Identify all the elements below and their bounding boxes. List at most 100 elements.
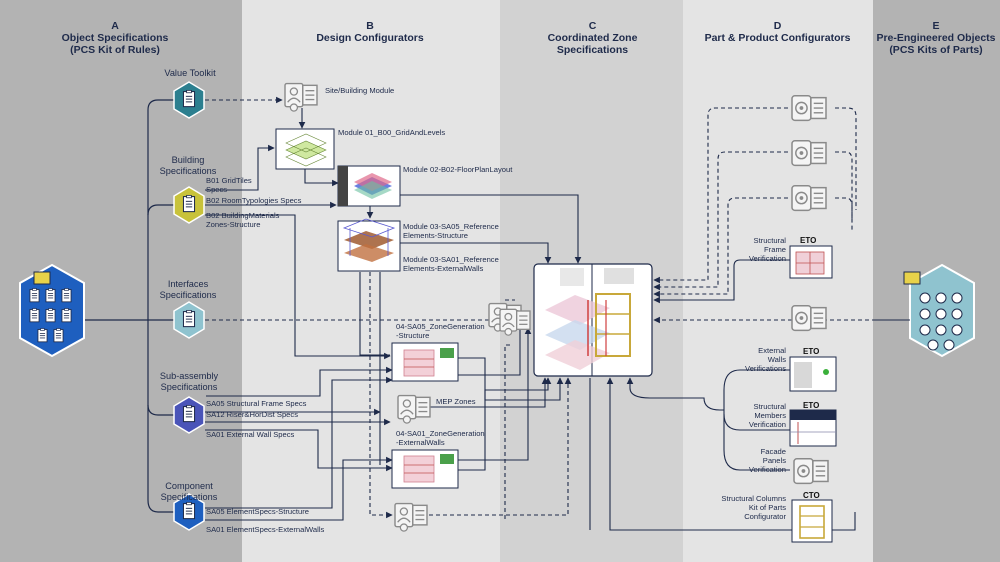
sfv-line3: Verification [748,254,786,263]
column-a-subtitle: (PCS Kit of Rules) [70,44,160,56]
column-e-subtitle: (PCS Kits of Parts) [889,44,983,56]
smv-line2: Members [754,411,786,420]
kit-of-rules-hex-icon [19,263,85,358]
module-03-walls-label: Module 03-SA01_Reference Elements-Extern… [403,255,499,273]
spec-tree-connectors [82,99,176,513]
column-d-header: D Part & Product Configurators [685,20,870,44]
product-config-icon-4 [791,304,827,332]
structural-members-verification-label: Structural Members Verification [720,402,786,429]
b02-materials-label: B02 BuildingMaterials Zones-Structure [206,211,279,229]
subassembly-line1: Sub-assembly [159,371,219,381]
interfaces-spec-label: Interfaces Specifications [148,279,228,301]
subassembly-spec-hex-icon [173,396,205,434]
column-e-header: E Pre-Engineered Objects (PCS Kits of Pa… [872,20,1000,56]
structural-frame-thumbnail [789,245,833,279]
sa05-frame-label: SA05 Structural Frame Specs [206,399,307,408]
scc-line3: Configurator [744,512,786,521]
fpv-line2: Panels [762,456,786,465]
sa01-element-label: SA01 ElementSpecs-ExternalWalls [206,525,325,534]
column-a-title: Object Specifications [61,32,169,44]
scc-line1: Structural Columns [721,494,786,503]
sfv-line2: Frame [764,245,786,254]
scc-line2: Kit of Parts [748,503,786,512]
building-spec-hex-icon [173,186,205,224]
ewv-eto-tag: ETO [803,347,820,356]
m03b-line2: Elements-ExternalWalls [403,264,484,273]
zg01-line1: 04-SA01_ZoneGeneration [396,429,485,438]
structural-columns-thumbnail [791,499,833,543]
building-spec-label: Building Specifications [148,155,228,177]
sa05-element-label: SA05 ElementSpecs-Structure [206,507,309,516]
column-c-letter: C [588,20,597,32]
interfaces-spec-hex-icon [173,301,205,339]
product-config-icon-3 [791,184,827,212]
fpv-line1: Facade [760,447,786,456]
fpv-line3: Verification [748,465,786,474]
external-walls-verification-label: External Walls Verifications [720,346,786,373]
module-02-label: Module 02-B02-FloorPlanLayout [403,165,513,174]
column-c-title: Coordinated Zone [547,32,638,44]
facade-config-icon [793,457,829,485]
m03a-line2: Elements-Structure [403,231,468,240]
sa01-wall-label: SA01 External Wall Specs [206,430,295,439]
column-d-bg [683,0,873,562]
kit-of-parts-hex-icon [903,263,975,358]
b01-gridtiles-label: B01 GridTiles Specs [206,176,252,194]
zone-gen-walls-label: 04-SA01_ZoneGeneration -ExternalWalls [396,429,485,447]
facade-panels-verification-label: Facade Panels Verification [720,447,786,474]
component-line2: Specifications [160,492,218,502]
b02-mat-line2: Zones-Structure [206,220,261,229]
interface-config-icon [499,308,531,336]
design-connectors [205,96,591,530]
module-03-thumbnail [337,218,401,272]
ewv-line2: Walls [767,355,786,364]
ewv-line1: External [758,346,786,355]
smv-line1: Structural [753,402,787,411]
site-module-config-icon [284,82,318,112]
product-config-icon-2 [791,139,827,167]
subassembly-spec-label: Sub-assembly Specifications [146,371,232,393]
b02-mat-line1: B02 BuildingMaterials [206,211,280,220]
value-toolkit-label: Value Toolkit [164,68,216,78]
column-d-letter: D [773,20,782,32]
product-config-icon-1 [791,94,827,122]
column-a-header: A Object Specifications (PCS Kit of Rule… [40,20,190,56]
component-spec-label: Component Specifications [146,481,232,503]
sa12-riser-label: SA12 Riser&HorDist Specs [206,410,299,419]
module-03-structure-label: Module 03-SA05_Reference Elements-Struct… [403,222,499,240]
column-e-letter: E [932,20,940,32]
structural-columns-configurator-label: Structural Columns Kit of Parts Configur… [700,494,786,521]
structural-members-thumbnail [789,409,837,447]
column-c-header: C Coordinated Zone Specifications [515,20,670,56]
column-b-header: B Design Configurators [290,20,450,44]
value-toolkit-hex-icon [173,81,205,119]
component-line1: Component [165,481,213,491]
m03a-line1: Module 03-SA05_Reference [403,222,499,231]
column-a-letter: A [111,20,119,32]
column-b-title: Design Configurators [316,32,424,44]
product-connectors [606,107,890,531]
coordinated-zone-model [533,263,653,377]
mep-zones-label: MEP Zones [436,397,476,406]
zg05-line2: -Structure [396,331,430,340]
zg05-line1: 04-SA05_ZoneGeneration [396,322,485,331]
module-02-thumbnail [337,165,401,207]
mep-zones-config-icon [397,394,431,424]
subassembly-line2: Specifications [160,382,218,392]
building-spec-line1: Building [171,155,205,165]
zone-gen-structure-thumbnail [391,342,459,382]
ewv-line3: Verifications [745,364,786,373]
site-module-label: Site/Building Module [325,86,395,95]
b01-line2: Specs [206,185,228,194]
scc-cto-tag: CTO [803,491,820,500]
building-spec-line2: Specifications [159,166,217,176]
zone-gen-structure-label: 04-SA05_ZoneGeneration -Structure [396,322,485,340]
smv-line3: Verification [748,420,786,429]
column-b-letter: B [366,20,374,32]
bottom-config-icon [394,502,428,532]
module-01-thumbnail [275,128,335,170]
structural-frame-verification-label: Structural Frame Verification [720,236,786,263]
interfaces-line2: Specifications [159,290,217,300]
smv-eto-tag: ETO [803,401,820,410]
column-d-title: Part & Product Configurators [704,32,851,44]
